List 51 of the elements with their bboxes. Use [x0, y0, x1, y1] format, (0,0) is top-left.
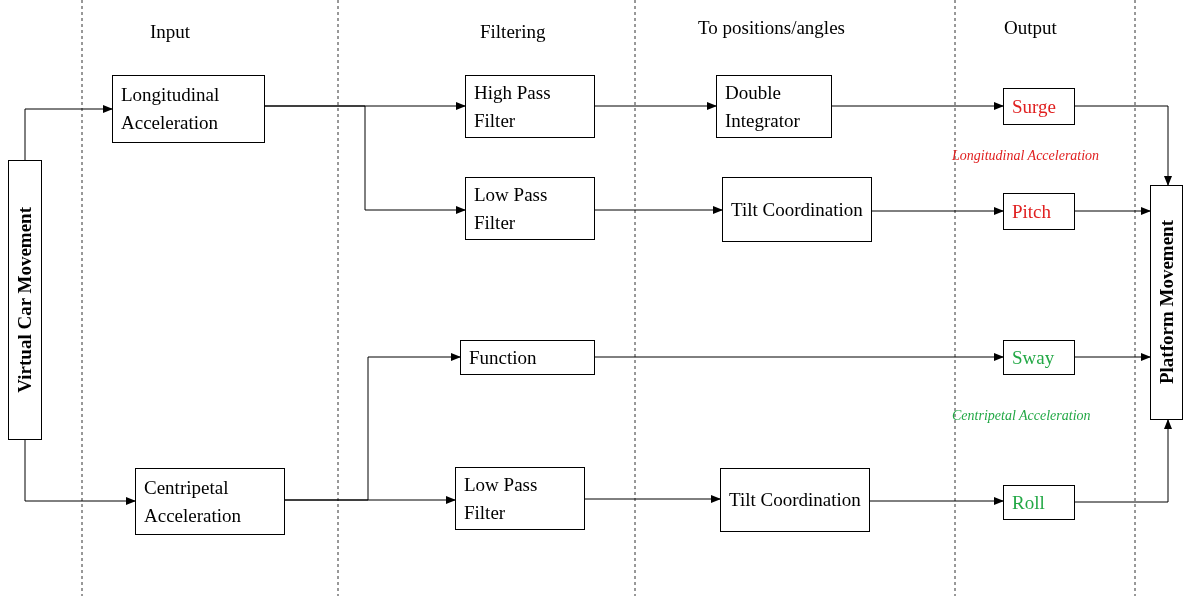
arrow	[594, 102, 717, 110]
column-heading: Input	[150, 20, 191, 44]
arrow	[831, 102, 1004, 110]
arrow	[871, 207, 1004, 215]
process-box	[465, 75, 595, 138]
arrow	[584, 495, 721, 503]
box-text: Function	[469, 345, 537, 370]
arrow	[594, 353, 1004, 361]
box-text: Roll	[1012, 490, 1045, 515]
process-box	[716, 75, 832, 138]
process-box	[1003, 88, 1075, 125]
box-text: Pitch	[1012, 199, 1052, 224]
box-text: Sway	[1012, 345, 1055, 370]
process-box	[722, 177, 872, 242]
process-box	[460, 340, 595, 375]
box-text: Platform Movement	[1154, 220, 1178, 385]
arrow	[594, 206, 723, 214]
column-heading: To positions/angles	[698, 16, 845, 40]
box-text: Double Integrator	[725, 80, 801, 133]
process-box	[135, 468, 285, 535]
box-text: Tilt Coordination	[729, 488, 861, 512]
arrow	[24, 439, 136, 505]
process-box	[1003, 340, 1075, 375]
box-text: Longitudinal Acceleration	[121, 83, 221, 135]
box-text: Centripetal Acceleration	[144, 475, 243, 528]
arrow	[869, 497, 1004, 505]
arrow	[1074, 353, 1151, 361]
box-text: Surge	[1012, 94, 1056, 119]
box-text: Tilt Coordination	[731, 197, 863, 222]
arrow	[1074, 419, 1172, 503]
box-text: High Pass Filter	[474, 80, 552, 133]
process-box	[1150, 185, 1183, 420]
process-box	[112, 75, 265, 143]
arrow	[284, 496, 456, 504]
process-box	[8, 160, 42, 440]
box-text: Virtual Car Movement	[13, 207, 37, 393]
arrow	[1074, 207, 1151, 215]
arrow	[264, 105, 466, 214]
arrow	[1074, 105, 1172, 186]
box-text: Low Pass Filter	[474, 182, 549, 235]
arrow	[24, 105, 113, 161]
annotation-text: Longitudinal Acceleration	[952, 147, 1100, 165]
process-box	[455, 467, 585, 530]
column-heading: Filtering	[480, 20, 546, 44]
process-box	[1003, 485, 1075, 520]
column-heading: Output	[1004, 16, 1057, 40]
process-box	[720, 468, 870, 532]
box-text: Low Pass Filter	[464, 472, 539, 525]
process-box	[465, 177, 595, 240]
process-box	[1003, 193, 1075, 230]
annotation-text: Centripetal Acceleration	[952, 407, 1091, 425]
